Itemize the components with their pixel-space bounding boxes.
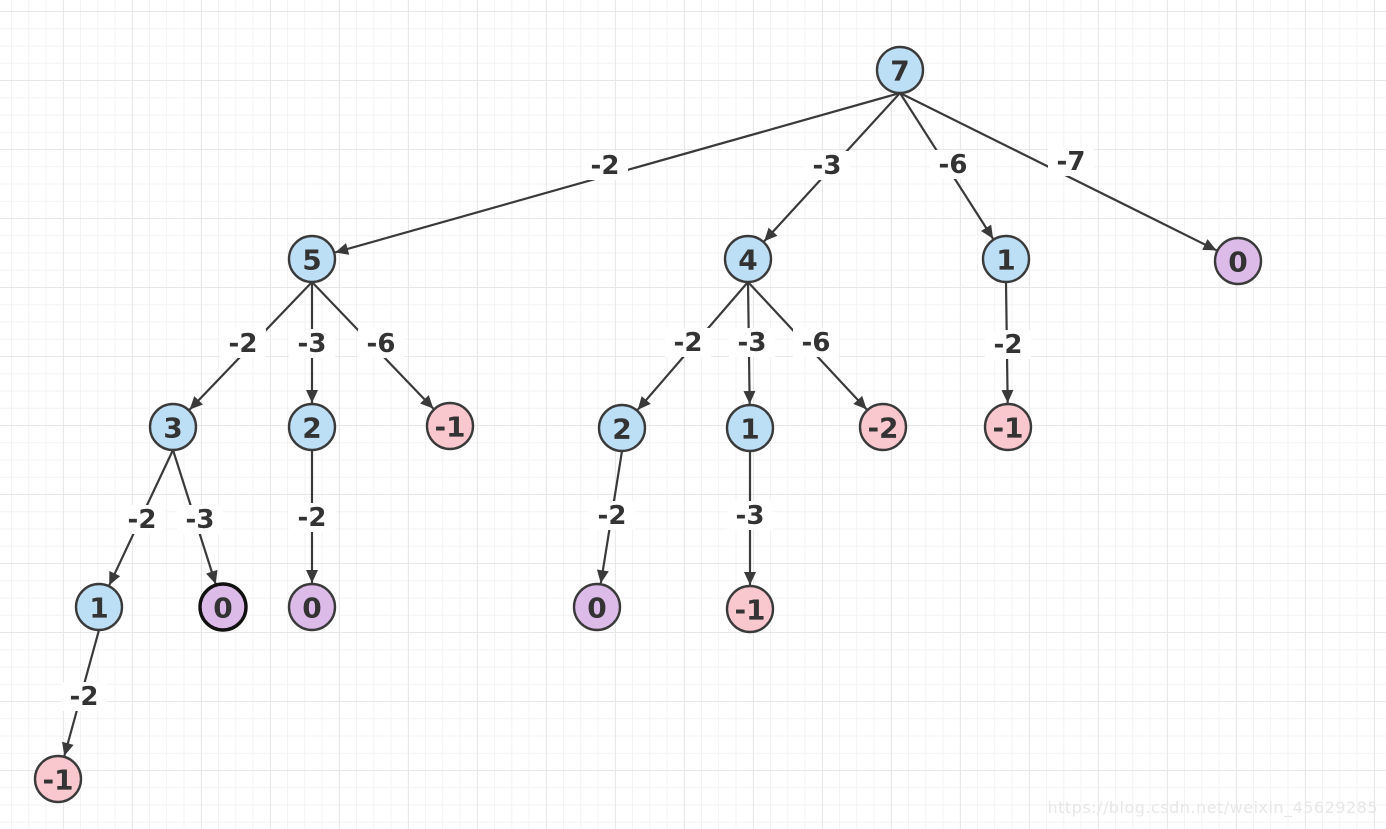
svg-text:-2: -2: [674, 328, 703, 358]
edge-weight-label: -6: [358, 329, 404, 359]
tree-node-value: -1: [734, 594, 765, 627]
tree-node-value: 0: [1228, 246, 1247, 279]
tree-node-value: 0: [587, 592, 606, 625]
tree-node-value: 7: [890, 55, 909, 88]
edge-weight-label: -2: [119, 505, 165, 535]
svg-text:-2: -2: [994, 330, 1023, 360]
tree-node-0: 0: [287, 582, 337, 632]
svg-text:-2: -2: [70, 682, 99, 712]
edge-weight-label: -3: [289, 329, 335, 359]
tree-node-neg1: -1: [983, 402, 1033, 452]
tree-node-2: 2: [597, 403, 647, 453]
edge-weight-label: -2: [589, 501, 635, 531]
svg-text:-6: -6: [367, 329, 396, 359]
svg-text:-2: -2: [298, 503, 327, 533]
tree-node-neg1: -1: [725, 584, 775, 634]
tree-node-value: 0: [213, 592, 232, 625]
svg-text:-6: -6: [802, 328, 831, 358]
tree-node-7: 7: [875, 45, 925, 95]
edge-weight-label: -2: [220, 329, 266, 359]
tree-node-value: 0: [302, 592, 321, 625]
tree-node-value: 3: [163, 412, 182, 445]
svg-text:-3: -3: [813, 151, 842, 181]
tree-node-1: 1: [725, 403, 775, 453]
svg-text:-3: -3: [298, 329, 327, 359]
tree-node-value: -1: [992, 412, 1023, 445]
svg-text:-3: -3: [736, 501, 765, 531]
tree-node-1: 1: [74, 582, 124, 632]
svg-text:-3: -3: [186, 505, 215, 535]
tree-node-value: 2: [612, 413, 631, 446]
tree-node-value: -1: [434, 411, 465, 444]
tree-node-value: 1: [740, 413, 759, 446]
edge-weight-label: -3: [177, 505, 223, 535]
svg-text:-3: -3: [738, 328, 767, 358]
tree-node-3: 3: [148, 402, 198, 452]
tree-node-0: 0: [1213, 236, 1263, 286]
edge-weight-label: -2: [289, 503, 335, 533]
edge-weight-label: -7: [1048, 147, 1094, 177]
svg-text:-2: -2: [229, 329, 258, 359]
edge-weight-label: -2: [665, 328, 711, 358]
tree-node-neg1: -1: [425, 401, 475, 451]
svg-text:-7: -7: [1057, 147, 1086, 177]
tree-node-value: 4: [738, 244, 757, 277]
tree-node-5: 5: [287, 234, 337, 284]
svg-text:-2: -2: [598, 501, 627, 531]
tree-node-value: 5: [302, 244, 321, 277]
edge-weight-label: -3: [729, 328, 775, 358]
tree-node-2: 2: [287, 402, 337, 452]
tree-node-4: 4: [723, 234, 773, 284]
tree-node-value: 2: [302, 412, 321, 445]
edge-weight-label: -3: [727, 501, 773, 531]
tree-node-value: -2: [867, 412, 898, 445]
edge-weight-label: -2: [61, 682, 107, 712]
tree-node-0: 0: [198, 582, 248, 632]
tree-node-neg2: -2: [858, 402, 908, 452]
tree-node-neg1: -1: [33, 754, 83, 804]
edge-weight-label: -2: [985, 330, 1031, 360]
edge-weight-label: -3: [804, 151, 850, 181]
edge-weight-label: -2: [582, 151, 628, 181]
tree-node-value: 1: [996, 244, 1015, 277]
edge-weight-label: -6: [793, 328, 839, 358]
tree-node-value: -1: [42, 764, 73, 797]
svg-text:-6: -6: [939, 150, 968, 180]
edge-weight-label: -6: [930, 150, 976, 180]
svg-text:-2: -2: [128, 505, 157, 535]
tree-node-value: 1: [89, 592, 108, 625]
svg-text:-2: -2: [591, 151, 620, 181]
tree-node-0: 0: [572, 582, 622, 632]
tree-node-1: 1: [981, 234, 1031, 284]
